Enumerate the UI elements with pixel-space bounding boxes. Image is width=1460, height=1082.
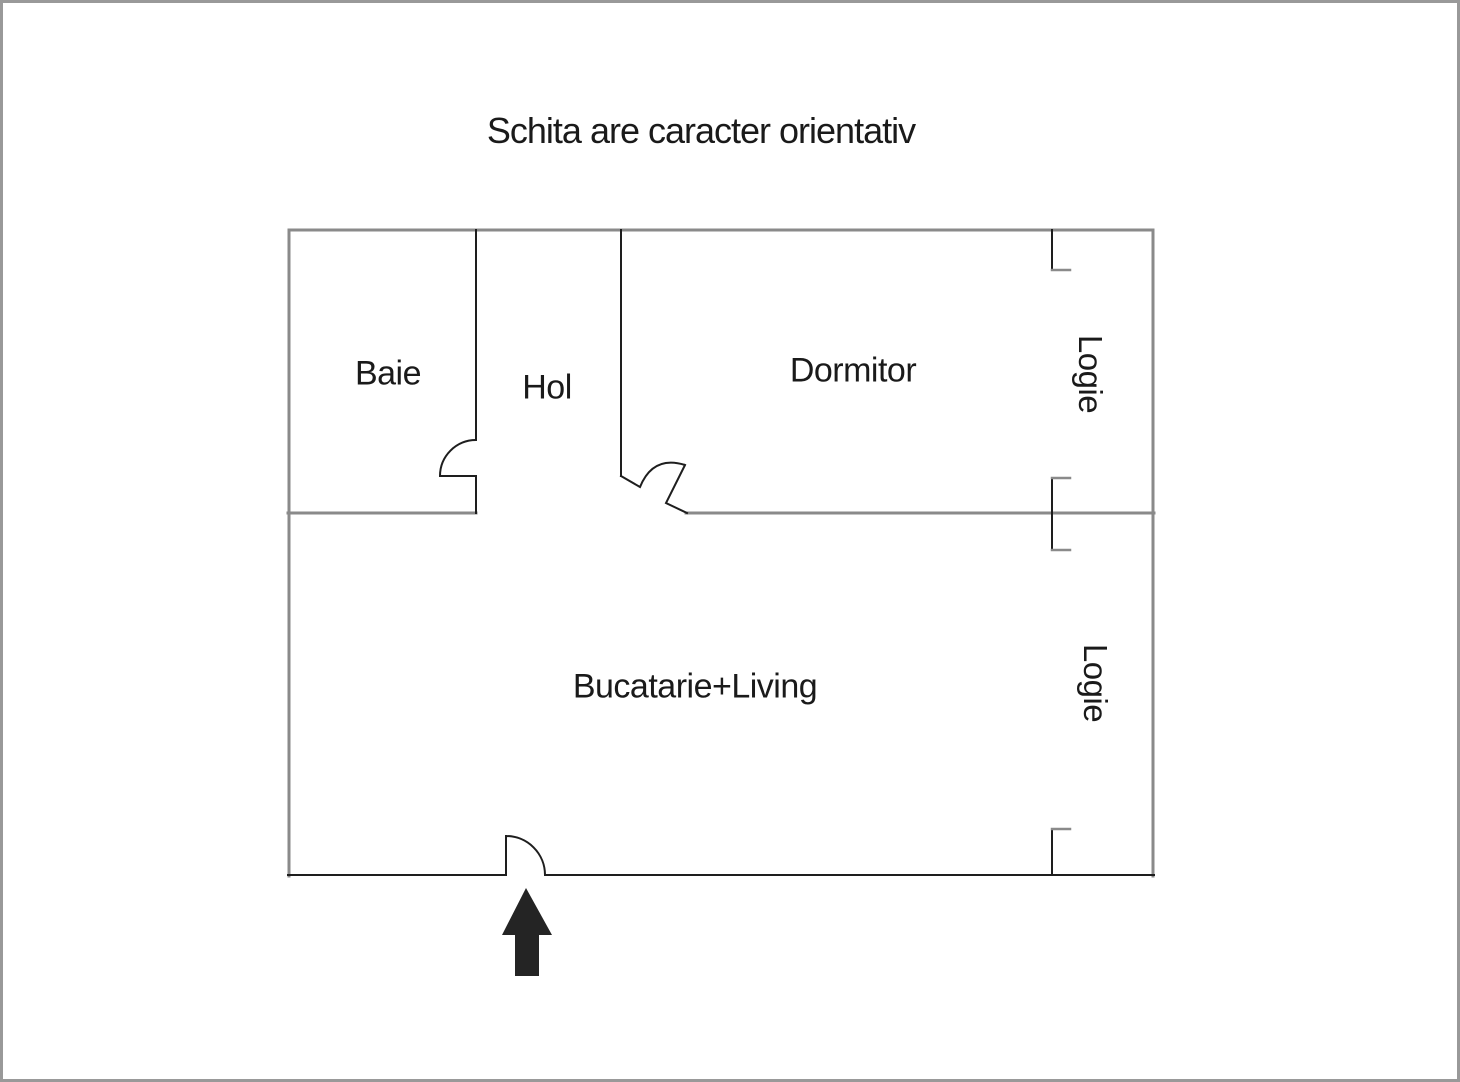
entrance-arrow-icon [502, 888, 552, 976]
door-baie [438, 438, 478, 478]
room-label-baie: Baie [354, 354, 422, 393]
room-label-hol: Hol [522, 368, 572, 407]
floor-plan-drawing [286, 228, 1156, 976]
plan-title: Schita are caracter orientativ [486, 110, 916, 151]
room-label-bucatarie-living: Bucatarie+Living [572, 667, 818, 706]
room-label-logie-upper: Logie [1072, 334, 1109, 414]
room-label-logie-lower: Logie [1077, 643, 1114, 723]
door-dormitor [619, 461, 689, 515]
room-label-dormitor: Dormitor [789, 351, 917, 390]
door-entrance [504, 834, 547, 877]
wall-logie-ticks [1050, 268, 1072, 831]
wall-outer [287, 228, 1155, 878]
